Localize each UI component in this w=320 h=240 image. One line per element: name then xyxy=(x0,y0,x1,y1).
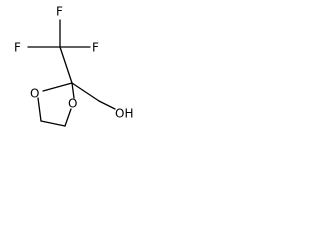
atom-f-left: F xyxy=(14,41,21,55)
bond-c2-ch2 xyxy=(71,82,100,102)
atom-f-top: F xyxy=(56,5,63,19)
atom-f-right: F xyxy=(92,41,99,55)
atom-o-ring-right: O xyxy=(68,97,77,111)
bonds xyxy=(27,19,116,127)
atom-oh: OH xyxy=(115,107,133,121)
atom-labels: F F F O O OH xyxy=(14,5,133,121)
bond-ch2-oh xyxy=(98,100,116,110)
chemical-structure-diagram: F F F O O OH xyxy=(14,5,133,127)
bond-o-left-ch2 xyxy=(37,97,42,122)
bond-ch2-ch2 xyxy=(40,120,66,127)
atom-o-ring-left: O xyxy=(30,87,39,101)
bond-o-right-c2 xyxy=(71,82,75,99)
bond-c2-o-left xyxy=(42,82,73,92)
bond-cf3-c2 xyxy=(59,46,73,84)
bond-ch2-o-right xyxy=(64,108,72,127)
